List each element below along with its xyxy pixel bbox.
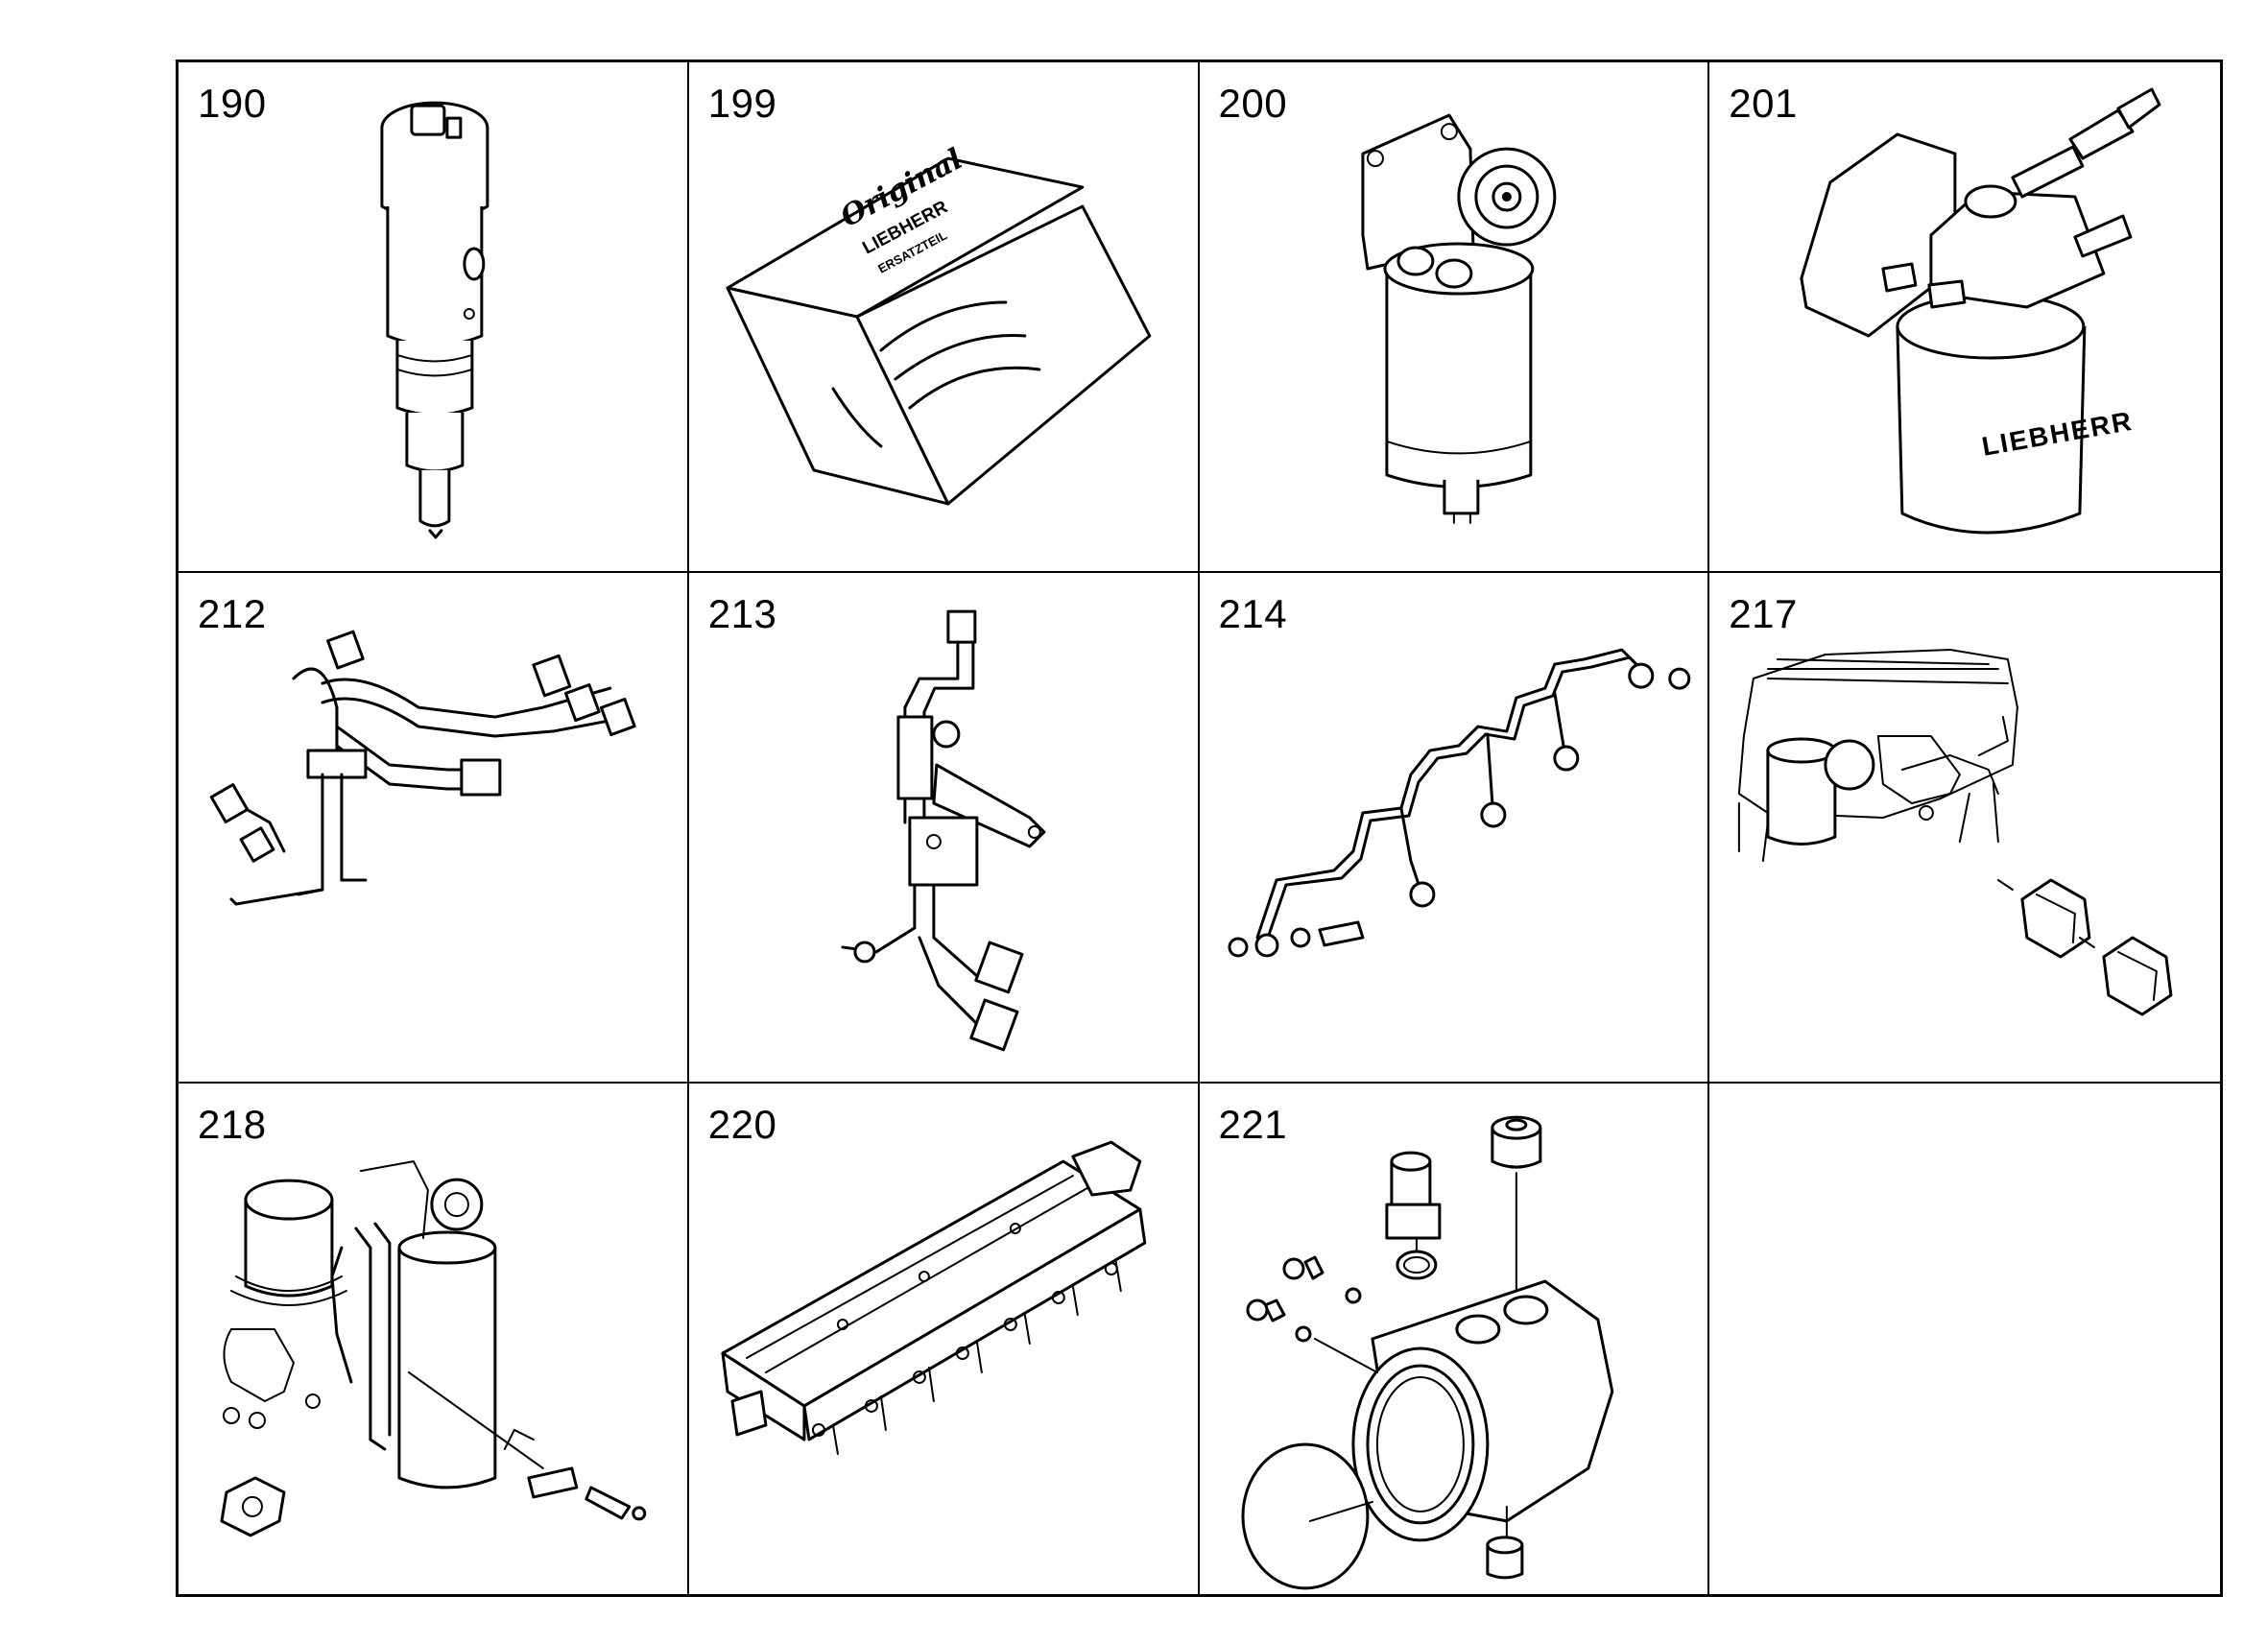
- part-number: 217: [1729, 591, 1798, 636]
- part-cell[interactable]: 201 LIEBHERR: [1709, 62, 2220, 573]
- fuel-filter-housing-icon: [1200, 62, 1708, 571]
- part-number: 201: [1729, 81, 1798, 126]
- part-cell[interactable]: 218: [179, 1084, 689, 1594]
- part-number: 190: [198, 81, 267, 126]
- part-cell[interactable]: 212: [179, 573, 689, 1084]
- part-number: 200: [1218, 81, 1288, 126]
- empty-cell: [1709, 1084, 2220, 1594]
- repair-kit-box-icon: Original LIEBHERR ERSATZTEIL: [689, 62, 1198, 571]
- fuel-connector-fittings-icon: [1709, 573, 2220, 1082]
- fuel-line-assembly-icon: [179, 573, 687, 1082]
- part-cell[interactable]: 200: [1199, 62, 1710, 573]
- parts-grid: 190 199: [176, 60, 2223, 1597]
- part-number: 213: [707, 591, 777, 636]
- part-cell[interactable]: 190: [179, 62, 689, 573]
- part-cell[interactable]: 221: [1200, 1084, 1710, 1594]
- part-cell[interactable]: 220: [689, 1084, 1200, 1594]
- intake-manifold-icon: [689, 1084, 1198, 1594]
- part-number: 199: [707, 81, 777, 126]
- fuel-injector-icon: [179, 62, 687, 571]
- part-number: 220: [707, 1102, 777, 1147]
- part-cell[interactable]: 217: [1709, 573, 2220, 1084]
- part-cell[interactable]: 199 Original LIEBHERR ERSATZTEIL: [688, 62, 1200, 573]
- part-cell[interactable]: 214: [1199, 573, 1710, 1084]
- fuel-pipe-bracket-icon: [689, 573, 1198, 1082]
- part-cell[interactable]: 213: [688, 573, 1200, 1084]
- pipe-connector-housing-icon: [1200, 1084, 1708, 1594]
- part-number: 212: [198, 591, 267, 636]
- part-number: 214: [1218, 591, 1288, 636]
- fuel-filter-with-fittings-icon: LIEBHERR: [1709, 62, 2220, 571]
- part-number: 221: [1218, 1102, 1288, 1147]
- filter-mounting-assembly-icon: [179, 1084, 687, 1594]
- injection-line-set-icon: [1200, 573, 1708, 1082]
- part-number: 218: [198, 1102, 267, 1147]
